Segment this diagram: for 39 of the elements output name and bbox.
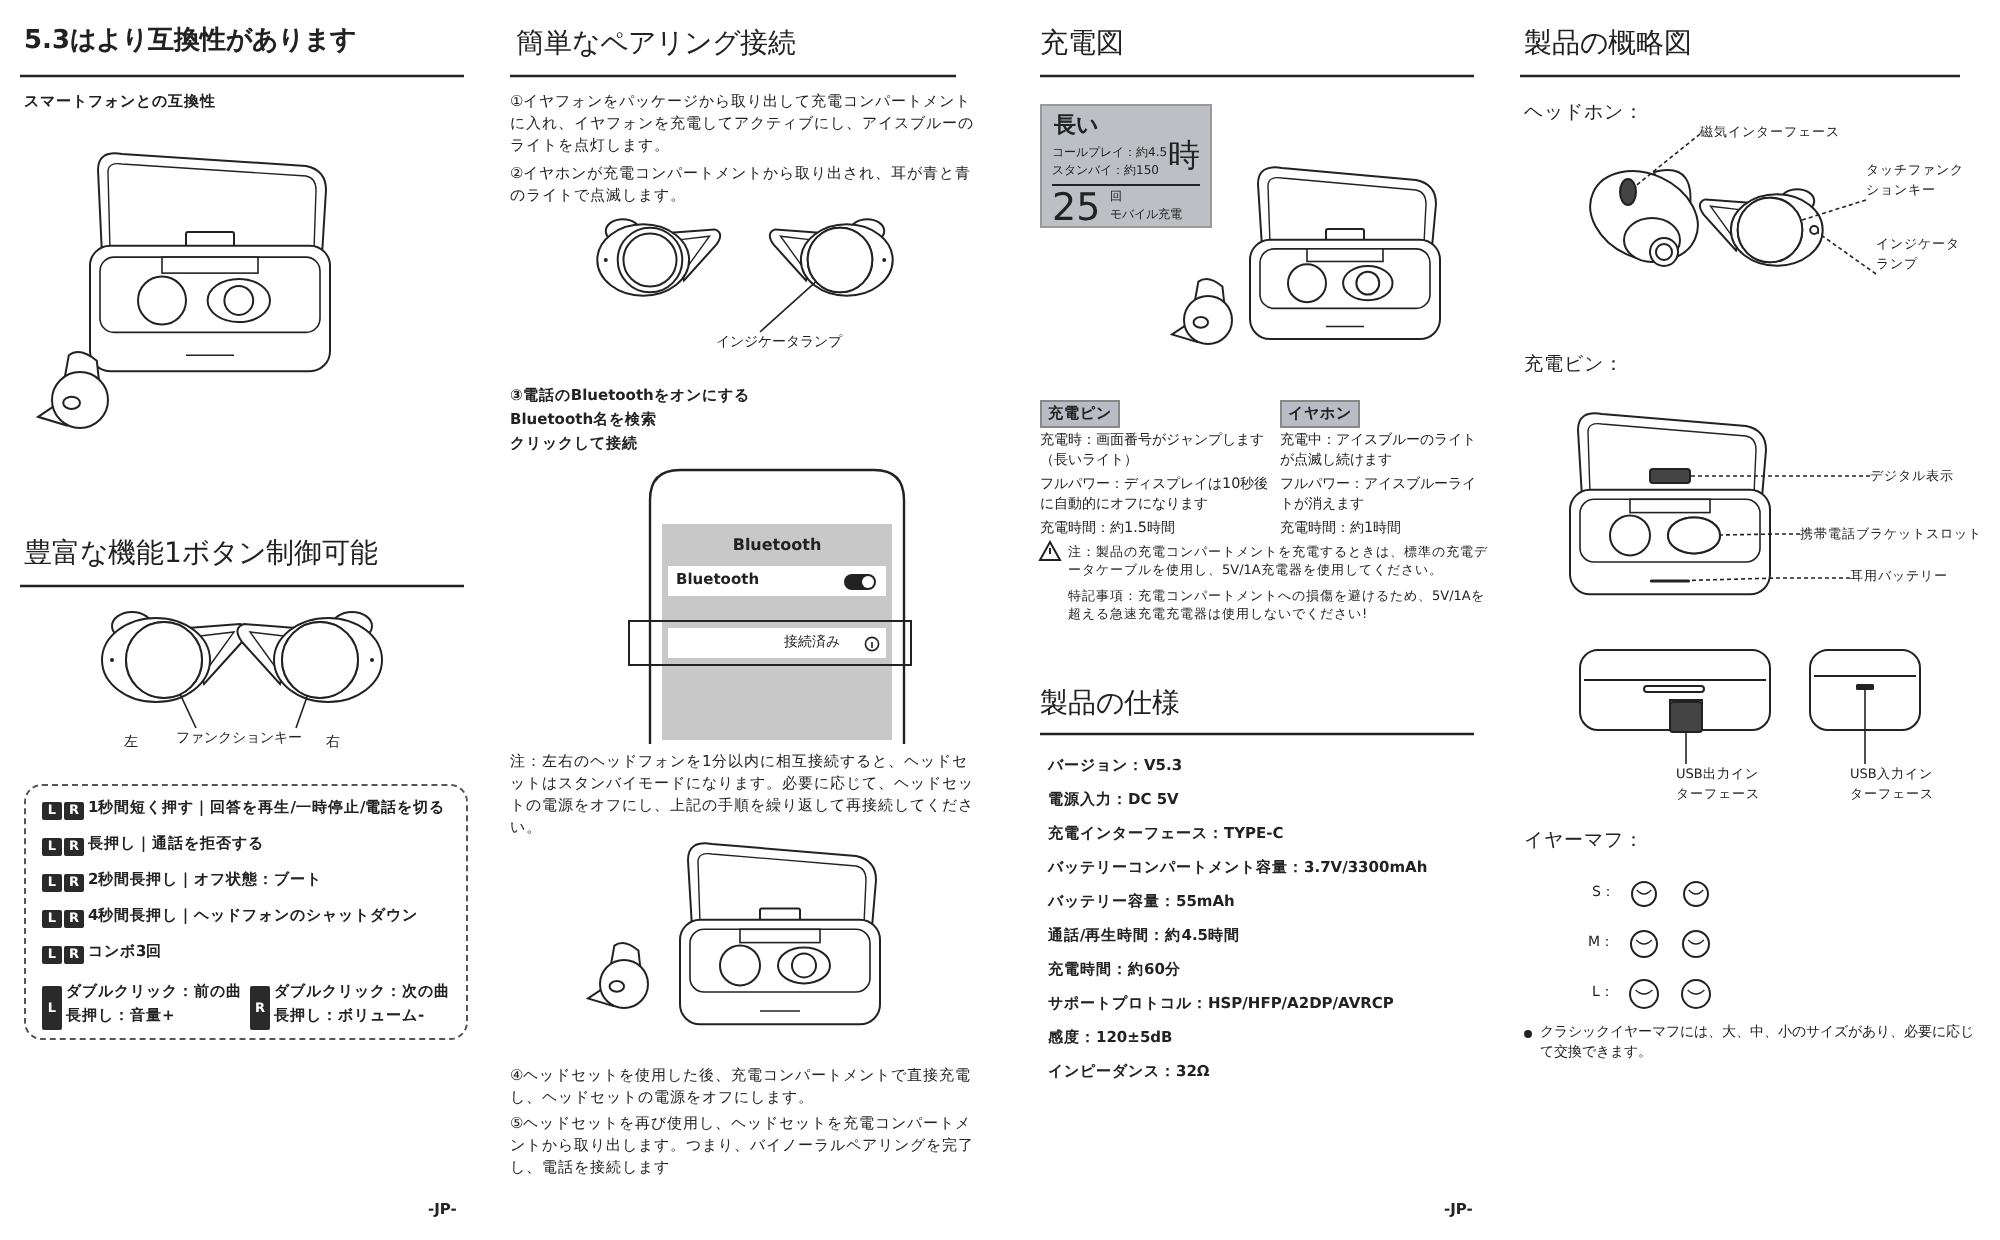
leader-line [1689,577,1851,582]
settings-row [668,566,886,596]
heading: 製品の仕様 [1040,686,1180,724]
leader-line [1634,133,1701,187]
heading: 充電図 [1040,26,1124,64]
info-text: 25 [1052,186,1101,232]
subheading: イヤーマフ： [1524,828,1644,856]
instruction-panel [24,784,468,1040]
usb-port [1669,701,1703,733]
heading: 豊富な機能1ボタン制御可能 [24,536,378,574]
usb-port [1856,684,1874,690]
leader-line [1689,475,1871,477]
heading: 簡単なペアリング接続 [516,26,796,64]
leader-line [179,693,197,729]
heading: 製品の概略図 [1524,26,1692,64]
leader-line [1719,533,1801,536]
subheading: ヘッドホン： [1524,100,1644,128]
leader-line [1864,689,1866,765]
case-bottom-line [1650,579,1690,583]
device-row [668,628,886,658]
leader-line [1685,731,1687,765]
leader-line [1816,231,1877,275]
earbud-face [281,621,359,699]
earbud-face [1736,196,1804,264]
leader-line [295,695,309,729]
earbud-face [125,621,203,699]
earbud-face [806,226,874,294]
indicator-dot [1809,225,1820,235]
screen-title: Bluetooth [730,536,824,556]
leader-line [759,280,817,333]
info-text: 長い [1054,112,1098,139]
subheading: 充電ビン： [1524,352,1624,380]
info-text: 時 [1168,136,1200,175]
battery-info-panel [1040,104,1212,228]
phone-screen [662,524,892,740]
display-window [1649,468,1691,484]
leader-line [1800,199,1867,222]
heading: 5.3はより互換性があります [24,24,357,60]
earbud-slot [1667,516,1721,555]
